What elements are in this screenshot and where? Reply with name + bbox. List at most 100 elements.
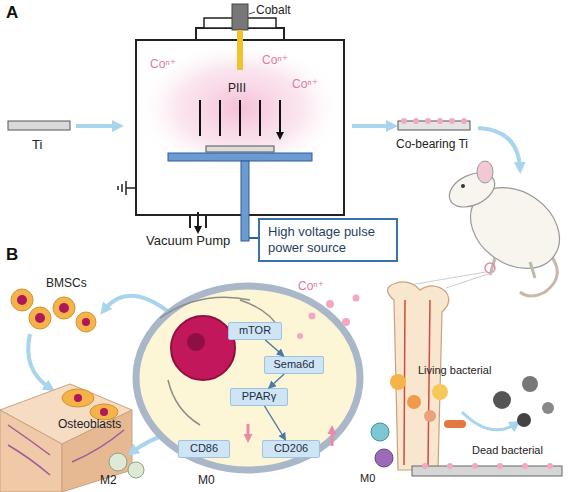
implant-site <box>485 263 495 273</box>
flow-arrow <box>76 124 118 128</box>
m2-macrophage <box>128 462 144 478</box>
cobalt-dot <box>413 118 419 124</box>
power-wire <box>249 237 258 239</box>
cobalt-dot <box>522 463 528 469</box>
ground-symbol <box>118 181 136 195</box>
signal-box: mTOR <box>228 322 282 340</box>
cobalt-ion <box>326 300 334 308</box>
sample <box>206 146 274 152</box>
bmsc-cell <box>29 307 51 329</box>
ion-label: Coⁿ⁺ <box>262 54 288 67</box>
box-text: Sema6d <box>274 358 315 371</box>
mouse-eye <box>461 184 465 188</box>
box-text: High voltage pulse power source <box>268 224 396 255</box>
cobalt-ion <box>309 313 316 320</box>
box-text: mTOR <box>239 324 271 337</box>
leader-line <box>249 12 255 14</box>
cobalt-dots <box>422 463 553 469</box>
cobalt-dot <box>461 118 467 124</box>
mouse-legs <box>490 258 535 278</box>
ion-label: Coⁿ⁺ <box>298 280 324 293</box>
living-bacterium <box>390 374 406 390</box>
macrophage <box>371 423 389 441</box>
osteoblast <box>62 389 94 407</box>
bmsc-cell <box>11 289 33 311</box>
cell-name: BMSCs <box>46 277 87 290</box>
stage-stem <box>241 161 249 241</box>
part-name: Vacuum Pump <box>146 234 230 248</box>
cobalt-dot <box>447 463 453 469</box>
implant-arrows <box>200 100 280 136</box>
dead-bacterium <box>517 413 531 427</box>
marker-box: CD86 <box>178 440 230 458</box>
ion-beam <box>237 30 243 70</box>
cell-nucleus <box>17 295 27 305</box>
coated-ti-bar <box>398 121 470 130</box>
cobalt-dot <box>472 463 478 469</box>
macrophage-cell <box>136 286 360 470</box>
bmsc-cell <box>53 297 75 319</box>
signal-box: PPARγ <box>230 388 288 406</box>
flow-arrow <box>462 412 516 430</box>
bone-block-front <box>0 410 62 492</box>
living-bacterium <box>407 395 421 409</box>
living-bacterium <box>424 410 436 422</box>
cell-nucleus <box>171 316 235 380</box>
signal-arrow <box>269 374 284 388</box>
cobalt-dot <box>425 118 431 124</box>
increase-arrow <box>331 430 334 446</box>
flow-arrow <box>28 334 50 388</box>
panel-letter: A <box>6 4 18 23</box>
ti-bar <box>8 121 70 130</box>
bmsc-cell <box>76 312 96 332</box>
signal-arrow <box>265 340 283 356</box>
m0-macrophage <box>375 449 393 467</box>
cell-nucleus <box>100 408 108 416</box>
power-source-box: High voltage pulse power source <box>258 218 398 262</box>
ion-label: Coⁿ⁺ <box>292 78 318 91</box>
bmsc-cells <box>11 289 96 332</box>
signal-arrow <box>265 406 286 440</box>
cell-nucleus <box>59 303 69 313</box>
dead-bacterium <box>542 402 554 414</box>
sample-stage <box>168 153 312 161</box>
cobalt-rod <box>232 4 248 30</box>
cobalt-ions <box>297 295 360 340</box>
nucleolus <box>187 333 205 351</box>
osteocyte-network <box>8 425 124 475</box>
pump-arrow <box>197 212 199 230</box>
note-label: Dead bacterial <box>472 444 543 456</box>
cell-name: Osteoblasts <box>58 418 121 431</box>
part-name: Co-bearing Ti <box>396 138 468 151</box>
cobalt-ion <box>297 333 303 339</box>
part-name: Ti <box>32 138 42 152</box>
living-bacterium <box>444 420 466 428</box>
decrease-arrow <box>247 424 250 438</box>
process-name: PIII <box>228 82 246 95</box>
cell-name: M2 <box>100 474 117 487</box>
signal-box: Sema6d <box>264 356 324 374</box>
dead-bacterium <box>522 376 538 392</box>
cobalt-ion <box>353 295 360 302</box>
blood-vessel <box>404 300 430 465</box>
cell-nucleus <box>35 313 45 323</box>
dead-bacterium <box>493 391 511 409</box>
box-text: CD86 <box>190 442 218 455</box>
m2-macrophage <box>109 453 127 471</box>
cobalt-dot <box>437 118 443 124</box>
cobalt-dot <box>449 118 455 124</box>
marker-box: CD206 <box>262 440 320 458</box>
box-text: PPARγ <box>242 390 277 403</box>
part-name: Cobalt <box>256 4 291 17</box>
note-label: Living bacterial <box>418 364 491 376</box>
panel-letter: B <box>6 246 18 265</box>
implant <box>412 466 562 476</box>
cell-name: M0 <box>198 474 215 487</box>
cobalt-dot <box>497 463 503 469</box>
box-text: CD206 <box>274 442 308 455</box>
cell-nucleus <box>82 318 90 326</box>
cobalt-dot <box>547 463 553 469</box>
cobalt-dot <box>422 463 428 469</box>
